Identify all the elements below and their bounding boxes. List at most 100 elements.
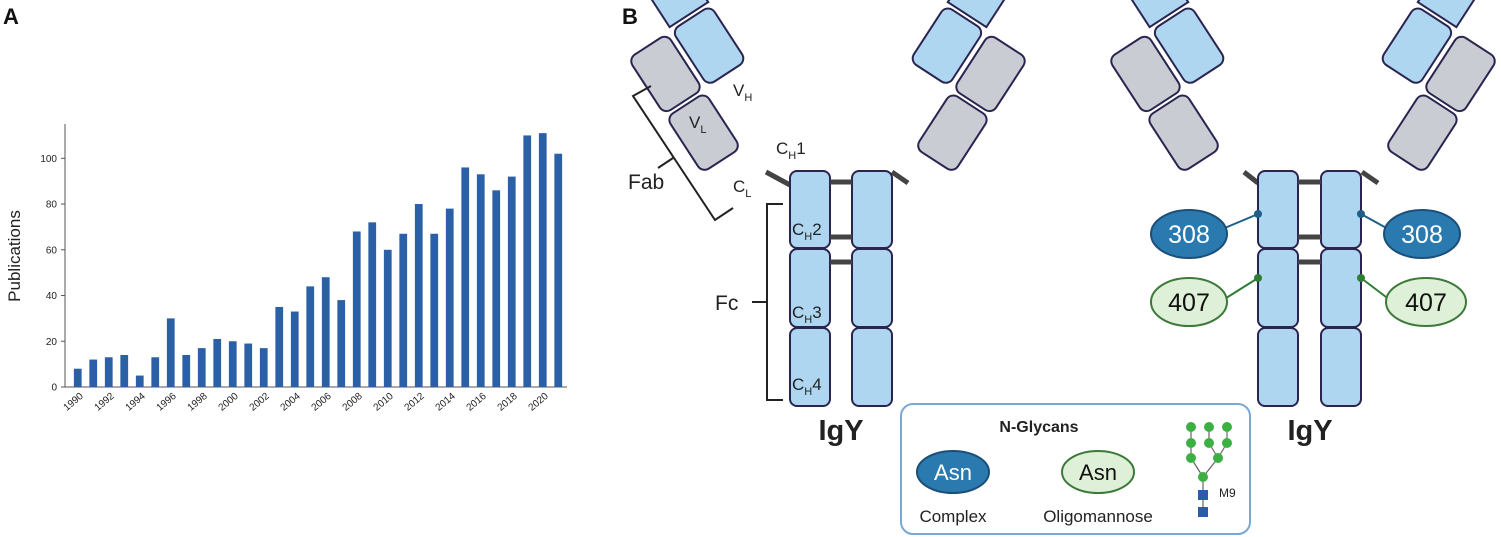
site-308-right-label: 308 (1401, 221, 1443, 249)
fab-label: Fab (628, 171, 664, 194)
bar-2011 (399, 233, 408, 387)
bar-2010 (383, 249, 392, 387)
vl-domain (1425, 35, 1496, 113)
bar-2017 (492, 190, 501, 387)
x-tick-label: 2010 (372, 391, 396, 414)
right-ab-right-fab (1381, 0, 1496, 171)
fc-left-chain (1257, 170, 1299, 407)
y-tick-label: 100 (40, 154, 57, 165)
ch3-domain (1257, 248, 1299, 328)
y-tick-label: 40 (46, 291, 58, 302)
bar-2005 (306, 286, 315, 387)
x-tick-label: 2014 (434, 391, 458, 414)
ch1-domain (673, 7, 745, 84)
bar-2015 (461, 167, 470, 387)
x-tick-label: 1996 (155, 391, 179, 414)
bar-2020 (538, 133, 547, 387)
y-tick-label: 80 (46, 200, 58, 211)
bar-2021 (554, 153, 563, 387)
bar-2016 (476, 174, 485, 387)
nglycan-legend: N-Glycans Asn Complex Asn Oligomannose (900, 403, 1251, 535)
ch2-domain (1257, 170, 1299, 249)
cl-domain-right (917, 94, 988, 171)
igy-right-title: IgY (1287, 415, 1332, 447)
hinge-left (764, 169, 792, 188)
fab-bracket (631, 85, 734, 222)
ch2-label: CH2 (792, 220, 822, 243)
vh-domain-right (946, 0, 1025, 29)
x-tick-label: 1992 (93, 391, 117, 414)
complex-label: Complex (919, 507, 987, 526)
bar-1993 (120, 354, 129, 387)
site-308-right (1383, 209, 1461, 259)
ch3-domain-b (851, 248, 893, 328)
bar-2009 (368, 222, 377, 387)
ch3-label: CH3 (792, 303, 822, 326)
site-dot (1357, 210, 1365, 218)
x-tick-label: 2002 (248, 391, 272, 414)
ch1-label: CH1 (776, 139, 806, 162)
oligomannose-label: Oligomannose (1043, 507, 1153, 526)
bar-2019 (523, 135, 532, 387)
ch4-label: CH4 (792, 375, 822, 398)
bar-2002 (259, 348, 268, 387)
fc-bracket (766, 203, 783, 401)
hinge-left (1242, 170, 1260, 185)
fc-right-chain (1320, 170, 1362, 407)
glycan-link (1222, 277, 1259, 301)
site-dot (1357, 274, 1365, 282)
bar-1991 (89, 359, 98, 387)
ch4-domain (1320, 327, 1362, 407)
panel-b-label: B (622, 4, 638, 29)
bar-1995 (151, 357, 160, 387)
vh-label: VH (733, 81, 752, 104)
bar-1998 (197, 348, 206, 387)
bar-1990 (73, 368, 82, 387)
site-407-left-label: 407 (1168, 289, 1210, 317)
x-tick-label: 2006 (310, 391, 334, 414)
x-tick-label: 2020 (527, 391, 551, 414)
glycan-link (1360, 277, 1391, 301)
site-407-left (1150, 277, 1228, 327)
cl-domain (1387, 94, 1458, 171)
right-fab-arm (911, 0, 1026, 171)
x-tick-label: 1990 (62, 391, 86, 414)
igy-right-diagram: 308 308 407 407 IgY (1110, 0, 1496, 447)
bar-2000 (228, 341, 237, 387)
x-tick-label: 1994 (124, 391, 148, 414)
bar-2006 (321, 277, 330, 387)
fc-left-chain (789, 170, 831, 407)
site-308-left-label: 308 (1168, 221, 1210, 249)
bar-1996 (166, 318, 175, 387)
fc-label: Fc (715, 292, 738, 315)
igy-left-diagram: VH VL CH1 CL CH2 CH3 CH4 (628, 0, 1026, 447)
site-dot (1254, 274, 1262, 282)
site-407-right-label: 407 (1405, 289, 1447, 317)
bar-2012 (414, 204, 423, 387)
m9-label: M9 (1219, 486, 1236, 500)
bar-1992 (104, 357, 113, 387)
ch4-domain (789, 327, 831, 407)
bar-2007 (337, 300, 346, 387)
ch2-domain (1320, 170, 1362, 249)
vl-domain (630, 35, 701, 113)
vl-domain (1110, 35, 1181, 113)
bar-1997 (182, 354, 191, 387)
fc-right-chain (851, 170, 893, 407)
x-tick-label: 2012 (403, 391, 427, 414)
hinge-right (890, 169, 910, 186)
panel-a-label: A (3, 4, 19, 29)
bar-2001 (244, 343, 253, 387)
bar-2013 (430, 233, 439, 387)
complex-asn-label: Asn (934, 460, 972, 485)
y-tick-label: 60 (46, 245, 58, 256)
ch1-domain (1153, 7, 1225, 84)
bar-2014 (445, 208, 454, 387)
m9-glycan-icon (1186, 422, 1232, 517)
x-tick-label: 2004 (279, 391, 303, 414)
cl-domain (1148, 94, 1219, 171)
x-tick-label: 1998 (186, 391, 210, 414)
oligomannose-swatch (1061, 450, 1135, 494)
bar-1999 (213, 338, 222, 387)
